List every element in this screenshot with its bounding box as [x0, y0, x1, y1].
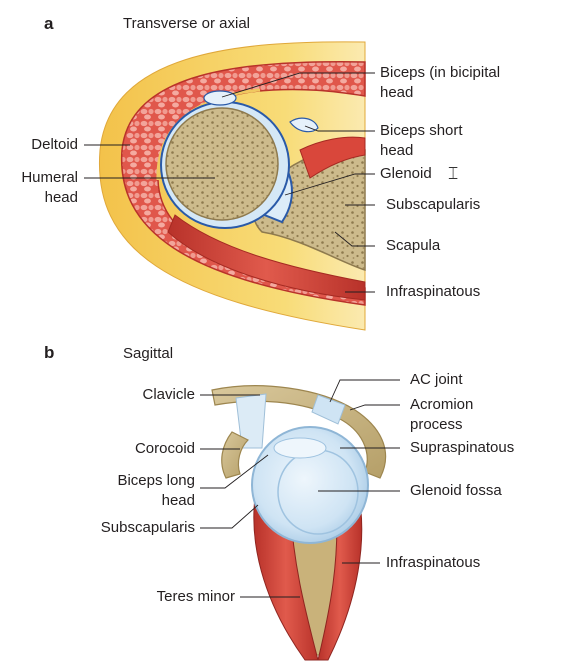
panel-a-title: Transverse or axial — [123, 15, 250, 32]
humeral-head-bone — [165, 107, 279, 221]
biceps-bicipital-tendon — [203, 90, 237, 106]
label-biceps-bicipital: Biceps (in bicipital head — [380, 64, 501, 101]
panel-a-illustration — [98, 41, 366, 331]
teres-minor-muscle — [253, 489, 319, 661]
panel-b-letter: b — [44, 343, 55, 362]
label-teres-minor: Teres minor — [156, 588, 235, 605]
label-biceps-short-head: Biceps short head — [380, 122, 463, 159]
subscapularis-muscle — [299, 136, 366, 179]
label-biceps-long-head: Biceps long head — [117, 472, 195, 509]
label-infraspinatous-b: Infraspinatous — [386, 554, 481, 571]
panel-b-title: Sagittal — [123, 345, 174, 362]
leader-lines — [84, 72, 400, 598]
coracoid-process — [221, 431, 250, 479]
panel-b-illustration — [211, 385, 387, 661]
label-acromion-process: Acromion process — [410, 396, 474, 433]
label-infraspinatous-a: Infraspinatous — [386, 283, 481, 300]
ac-joint-capsule — [311, 394, 346, 425]
label-ac-joint: AC joint — [410, 371, 463, 388]
label-humeral-head: Humeral head — [21, 169, 78, 206]
label-subscapularis-a: Subscapularis — [386, 196, 481, 213]
panel-a-letter: a — [44, 14, 54, 33]
label-glenoid: Glenoid — [380, 165, 432, 182]
infraspinatous-muscle-sagittal — [317, 489, 363, 661]
label-scapula: Scapula — [386, 237, 441, 254]
label-subscapularis-b: Subscapularis — [100, 519, 195, 536]
infraspinatous-muscle — [167, 214, 366, 301]
label-corocoid: Corocoid — [134, 440, 195, 457]
label-supraspinatous: Supraspinatous — [410, 439, 515, 456]
label-deltoid: Deltoid — [31, 136, 78, 153]
label-glenoid-fossa: Glenoid fossa — [410, 482, 502, 499]
text-cursor-icon: ⌶ — [448, 164, 459, 183]
label-clavicle: Clavicle — [142, 386, 195, 403]
